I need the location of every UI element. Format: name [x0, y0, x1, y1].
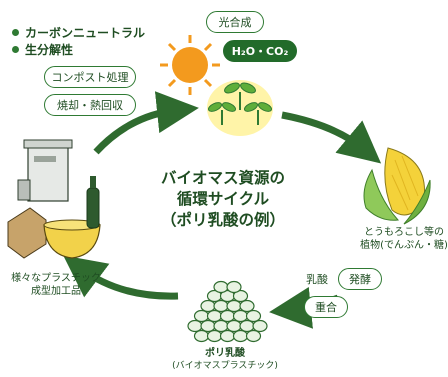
bullet-label: カーボンニュートラル: [25, 26, 146, 40]
bullet-carbon-neutral: カーボンニュートラル: [12, 24, 145, 41]
bullet-dot-icon: [12, 29, 19, 36]
arrow-sun-to-corn: [281, 111, 382, 164]
pellet: [232, 309, 249, 323]
pellet: [219, 309, 236, 323]
pla-label-line: (バイオマスプラスチック): [172, 361, 278, 371]
pellet: [226, 299, 242, 313]
seedling-icon: [207, 82, 273, 125]
lactic-acid-label: 乳酸: [306, 273, 328, 286]
pellet: [239, 319, 255, 333]
pellet: [213, 299, 229, 313]
center-title-line: バイオマス資源の: [160, 169, 285, 187]
products-label-line: 成型加工品: [31, 286, 81, 297]
inputs-pill: H₂O・CO₂: [223, 40, 297, 62]
bullet-label: 生分解性: [25, 43, 74, 57]
pellet: [213, 280, 229, 294]
arrow-products-to-sun: [93, 91, 199, 155]
corn-icon: [363, 147, 431, 225]
arrow-pla-to-products: [63, 255, 179, 300]
products-label: 様々なプラスチック 成型加工品: [0, 272, 112, 298]
pellet: [226, 319, 242, 333]
pellet: [252, 319, 268, 333]
pellet: [206, 309, 223, 323]
pla-label-line: ポリ乳酸: [205, 348, 245, 359]
fermentation-pill: 発酵: [338, 268, 382, 290]
pellet: [232, 289, 249, 303]
incineration-pill: 焼却・熱回収: [44, 94, 136, 116]
pellet: [206, 329, 223, 343]
products-icon: [7, 139, 101, 259]
center-title: バイオマス資源の 循環サイクル （ポリ乳酸の例）: [158, 168, 288, 231]
pellet: [213, 319, 229, 333]
pla-pellets-icon: [187, 280, 268, 343]
plant-label: とうもろこし等の 植物(でんぷん・糖): [360, 226, 448, 252]
pla-label: ポリ乳酸 (バイオマスプラスチック): [160, 347, 290, 373]
pellet: [239, 299, 255, 313]
center-title-line: 循環サイクル: [176, 190, 270, 208]
center-title-line: （ポリ乳酸の例）: [160, 211, 285, 229]
products-label-line: 様々なプラスチック: [11, 273, 101, 284]
pellet: [200, 299, 216, 313]
compost-pill: コンポスト処理: [44, 66, 136, 88]
photosynthesis-pill: 光合成: [206, 11, 264, 33]
pellet: [232, 329, 249, 343]
plant-label-line: とうもろこし等の: [364, 227, 444, 238]
pellet: [200, 319, 216, 333]
polymerization-pill: 重合: [304, 296, 348, 318]
pellet: [193, 329, 210, 343]
pellet: [219, 329, 236, 343]
bullet-dot-icon: [12, 46, 19, 53]
pellet: [187, 319, 203, 333]
pellet: [226, 280, 242, 294]
pellet: [193, 309, 210, 323]
sun-icon: [160, 35, 220, 95]
bullet-biodegradable: 生分解性: [12, 41, 73, 58]
pellet: [245, 329, 262, 343]
plant-label-line: 植物(でんぷん・糖): [360, 240, 448, 251]
pellet: [245, 309, 262, 323]
